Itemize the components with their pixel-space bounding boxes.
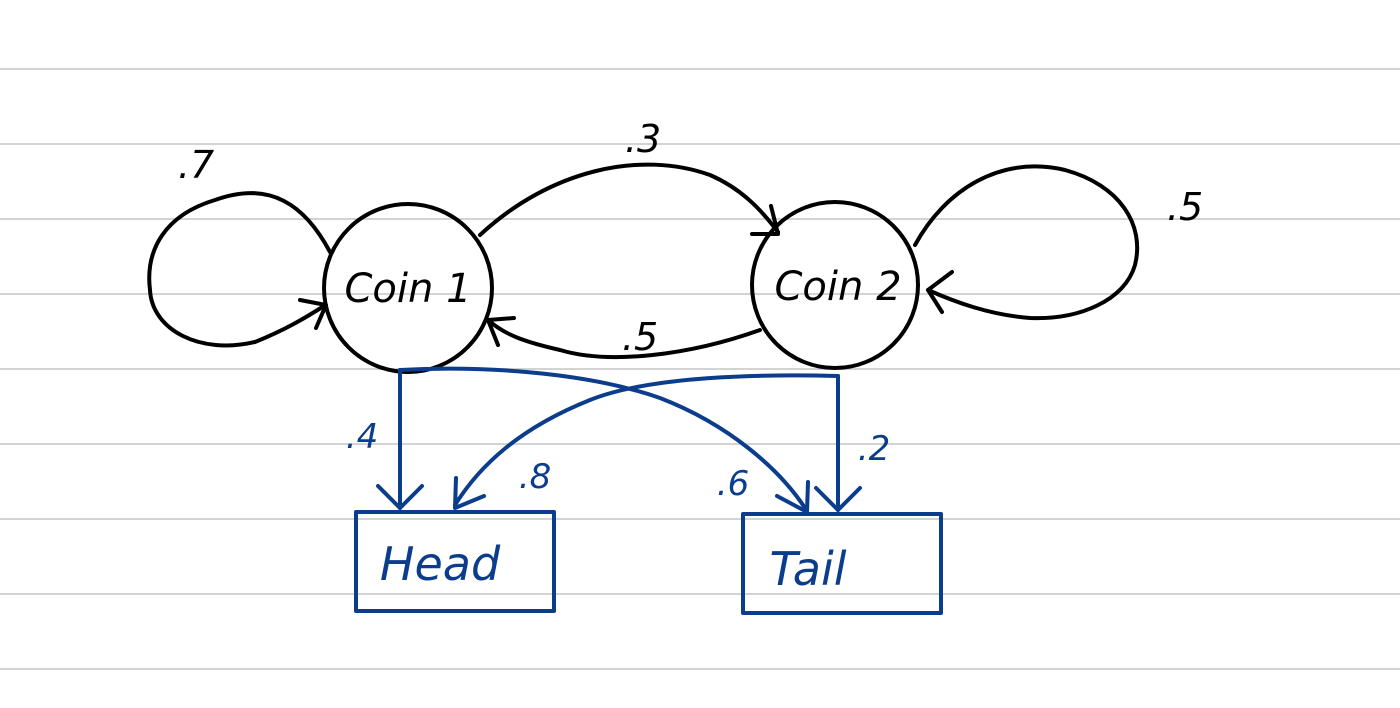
arrow-coin2-coin1-head bbox=[486, 316, 516, 347]
prob-coin2-head: .8 bbox=[519, 457, 551, 497]
observation-head: Head bbox=[354, 510, 556, 613]
observation-head-box bbox=[354, 510, 556, 613]
observation-tail-label: Tail bbox=[769, 542, 846, 596]
observation-head-label: Head bbox=[380, 537, 501, 591]
emission-coin2-tail-arrowhead bbox=[814, 486, 862, 512]
arrow-coin1-coin2-head bbox=[750, 204, 780, 236]
loop-coin2-arrow bbox=[913, 164, 1140, 321]
transition-coin1-coin2: .3 bbox=[478, 117, 780, 237]
state-coin2: Coin 2 bbox=[750, 200, 920, 370]
prob-coin1-coin2: .3 bbox=[625, 117, 661, 161]
emission-coin1-tail-line bbox=[398, 366, 807, 510]
emission-coin1-head-arrowhead bbox=[376, 484, 424, 510]
observation-tail-box bbox=[741, 512, 943, 615]
emission-coin1-head: .4 bbox=[346, 368, 424, 510]
emission-coin2-head-line bbox=[453, 373, 840, 507]
state-coin1: Coin 1 bbox=[322, 202, 494, 374]
emission-coin2-head-arrowhead bbox=[453, 476, 486, 510]
emission-coin2-head: .8 bbox=[453, 373, 840, 510]
prob-coin2-tail: .2 bbox=[858, 429, 890, 469]
loop-coin1-arrowhead bbox=[298, 298, 328, 330]
state-coin1-circle bbox=[322, 202, 494, 374]
observation-tail: Tail bbox=[741, 512, 943, 615]
loop-coin1-arrow bbox=[147, 191, 332, 348]
prob-coin1-tail: .6 bbox=[717, 464, 749, 504]
loop-coin2-arrowhead bbox=[926, 270, 954, 314]
state-coin2-label: Coin 2 bbox=[774, 264, 901, 310]
ruled-lines bbox=[0, 68, 1400, 670]
transition-coin2-coin1: .5 bbox=[486, 315, 762, 360]
prob-coin1-head: .4 bbox=[346, 417, 378, 457]
prob-coin2-coin1: .5 bbox=[622, 315, 658, 359]
arrow-coin2-coin1 bbox=[486, 318, 762, 360]
emission-coin1-tail-arrowhead bbox=[775, 480, 810, 514]
arrow-coin1-coin2 bbox=[478, 162, 780, 237]
state-coin1-label: Coin 1 bbox=[344, 266, 471, 312]
state-coin2-circle bbox=[750, 200, 920, 370]
emission-coin1-tail: .6 bbox=[398, 366, 810, 514]
prob-coin1-coin1: .7 bbox=[178, 143, 214, 187]
emission-coin2-tail: .2 bbox=[814, 374, 890, 512]
transition-coin1-coin1: .7 bbox=[147, 143, 332, 348]
prob-coin2-coin2: .5 bbox=[1167, 185, 1203, 229]
transition-coin2-coin2: .5 bbox=[913, 164, 1203, 321]
